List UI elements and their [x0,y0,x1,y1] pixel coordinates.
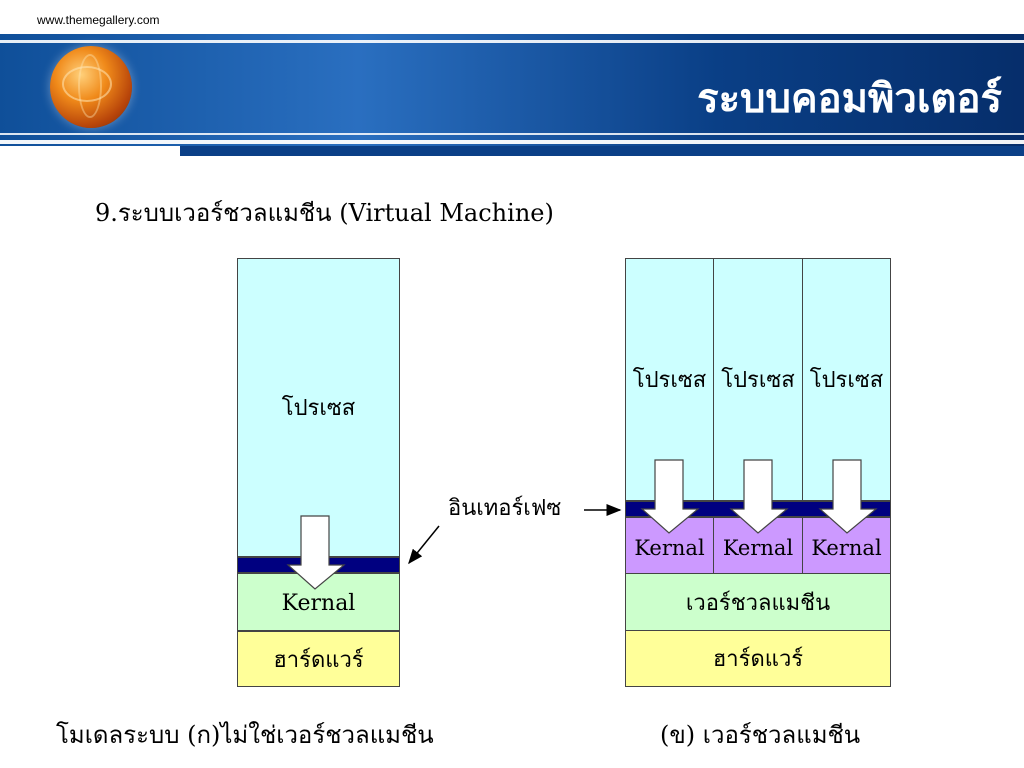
banner-stripe [0,133,1024,135]
kernel-label: Kernal [281,590,356,616]
virtual-machine-block: เวอร์ชวลแมชีน [625,573,891,631]
virtual-machine-label: เวอร์ชวลแมชีน [685,590,831,616]
hardware-label: ฮาร์ดแวร์ [273,647,364,673]
banner-stripe [0,40,1024,43]
interface-pointer-arrows [408,504,622,565]
hardware-block: ฮาร์ดแวร์ [625,630,891,687]
banner-shade [0,146,180,156]
hardware-block: ฮาร์ดแวร์ [237,631,400,687]
banner-stripe [0,140,1024,144]
process-label: โปรเซส [809,368,884,393]
process-block: โปรเซส [237,258,400,557]
process-label: โปรเซส [721,368,795,393]
kernel-label: Kernal [811,535,882,560]
banner-lower-bar [180,146,1024,156]
kernel-label: Kernal [634,535,705,560]
down-arrow-icon [286,515,346,590]
globe-icon [50,46,132,128]
hardware-label: ฮาร์ดแวร์ [712,647,804,672]
header-banner [0,34,1024,156]
site-url: www.themegallery.com [37,13,160,27]
process-label: โปรเซส [281,396,356,421]
interface-label: อินเทอร์เฟซ [448,496,562,521]
kernel-label: Kernal [722,535,794,560]
down-arrow-icon [640,459,700,534]
process-label: โปรเซส [632,368,707,393]
down-arrow-icon [729,459,789,534]
caption-non-virtual: โมเดลระบบ (ก)ไม่ใช่เวอร์ชวลแมชีน [56,721,434,749]
page-title: ระบบคอมพิวเตอร์ [697,75,1002,122]
down-arrow-icon [818,459,878,534]
slide-heading: 9.ระบบเวอร์ชวลแมชีน (Virtual Machine) [95,199,554,227]
caption-virtual: (ข) เวอร์ชวลแมชีน [660,721,861,749]
